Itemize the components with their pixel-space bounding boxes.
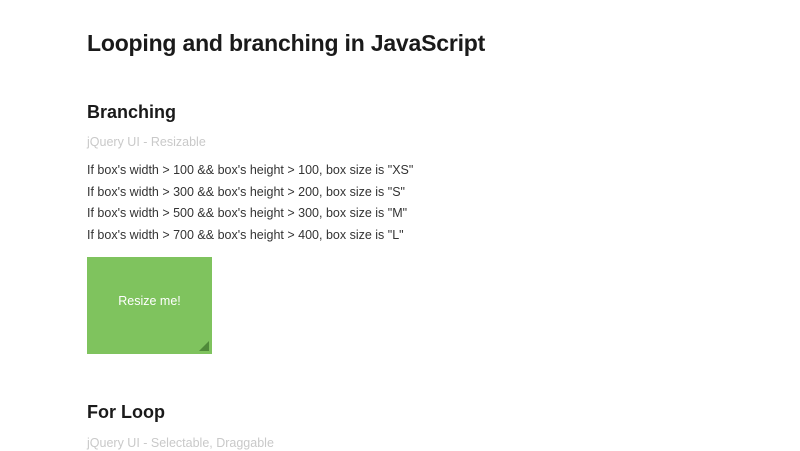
condition-item: If box's width > 700 && box's height > 4… — [87, 227, 404, 242]
section-branching: Branching jQuery UI - Resizable If box's… — [87, 58, 800, 355]
condition-item: If box's width > 300 && box's height > 2… — [87, 184, 405, 199]
condition-item: If box's width > 500 && box's height > 3… — [87, 206, 408, 221]
resize-handle-icon[interactable] — [198, 340, 210, 352]
condition-item: If box's width > 100 && box's height > 1… — [87, 163, 414, 178]
section-heading-for-loop: For Loop — [87, 402, 165, 423]
section-heading-branching: Branching — [87, 101, 177, 122]
section-subtitle-for-loop: jQuery UI - Selectable, Draggable — [87, 435, 274, 450]
section-for-loop: For Loop jQuery UI - Selectable, Draggab… — [87, 354, 800, 451]
section-subtitle-branching: jQuery UI - Resizable — [87, 135, 206, 150]
resizable-box[interactable]: Resize me! — [87, 257, 212, 355]
resizable-box-label: Resize me! — [118, 293, 181, 308]
branching-condition-list: If box's width > 100 && box's height > 1… — [87, 150, 800, 246]
resize-area: Resize me! — [87, 246, 800, 355]
page-title: Looping and branching in JavaScript — [87, 30, 486, 56]
